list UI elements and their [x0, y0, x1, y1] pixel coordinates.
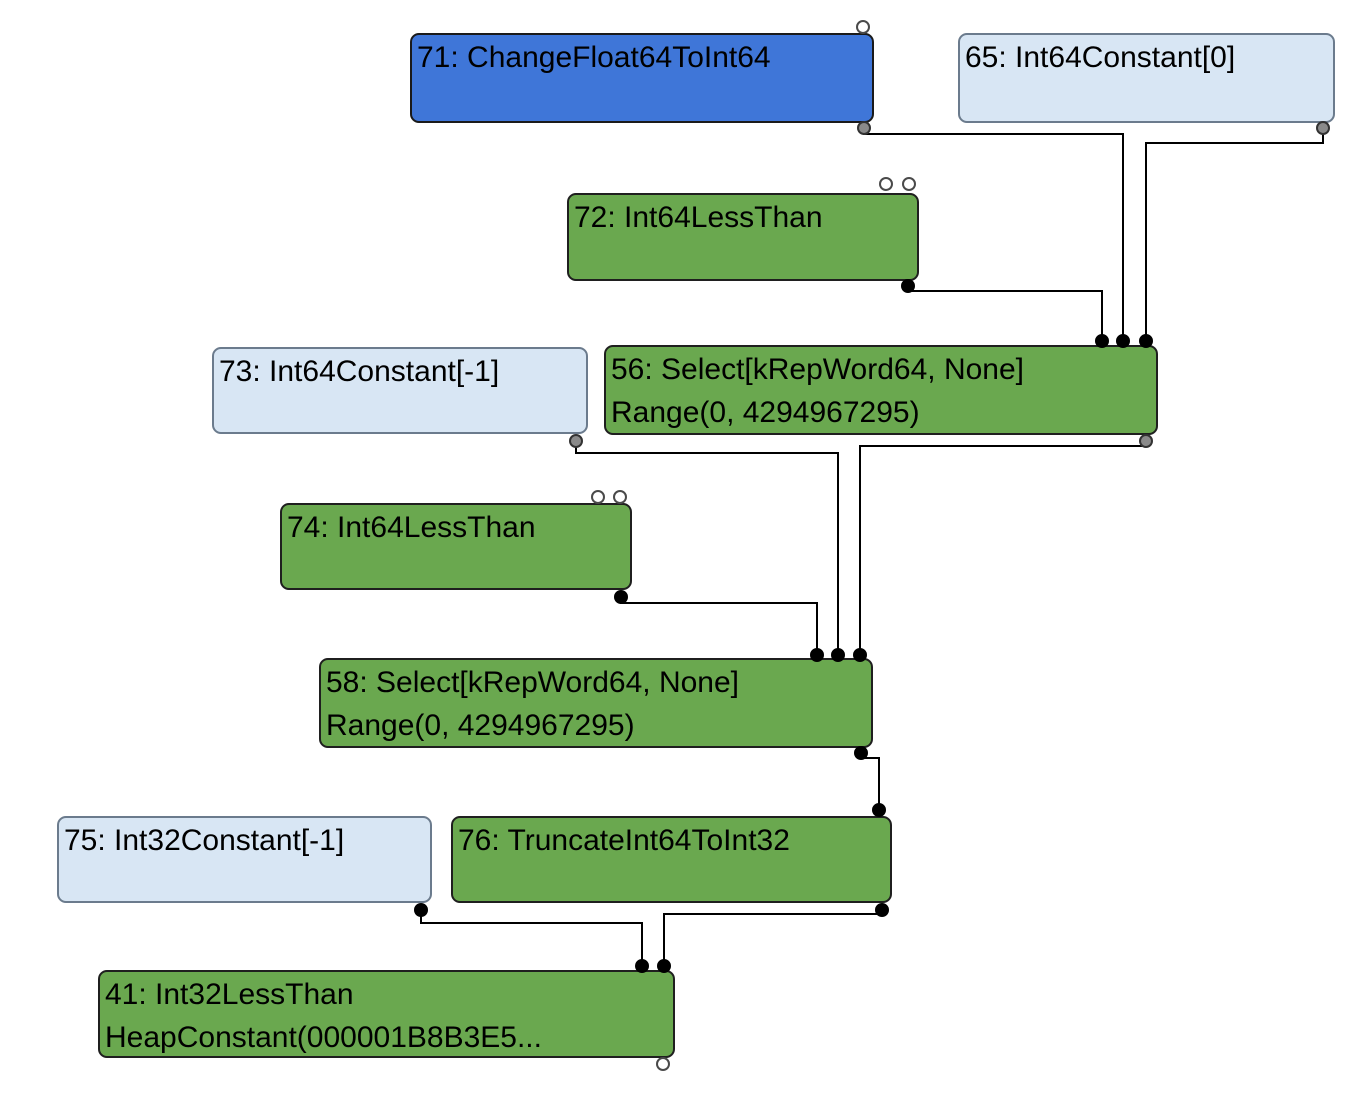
node-label: 72: Int64LessThan [574, 201, 823, 234]
edge-76-to-41 [663, 910, 883, 966]
node-71-changefloat64toint64[interactable]: 71: ChangeFloat64ToInt64 [410, 33, 874, 123]
node-label: 73: Int64Constant[-1] [219, 355, 500, 388]
node-sublabel: Range(0, 4294967295) [326, 709, 635, 742]
node-75-int32constant[interactable]: 75: Int32Constant[-1] [57, 816, 432, 903]
node-65-int64constant[interactable]: 65: Int64Constant[0] [958, 33, 1335, 123]
output-port-node-76[interactable] [875, 903, 889, 917]
output-port-node-56[interactable] [1139, 434, 1153, 448]
edge-72-to-56 [907, 286, 1103, 341]
edge-75-to-41 [420, 910, 643, 966]
output-port-node-65[interactable] [1316, 121, 1330, 135]
output-port-node-75[interactable] [414, 903, 428, 917]
output-port-node-72[interactable] [901, 279, 915, 293]
hidden-input-port-node-72[interactable] [902, 177, 916, 191]
node-label: 58: Select[kRepWord64, None] [326, 666, 740, 699]
node-label: 71: ChangeFloat64ToInt64 [417, 41, 771, 74]
node-label: 56: Select[kRepWord64, None] [611, 353, 1025, 386]
hidden-input-port-node-71[interactable] [856, 20, 870, 34]
node-label: 74: Int64LessThan [287, 511, 536, 544]
node-56-select[interactable]: 56: Select[kRepWord64, None] Range(0, 42… [604, 345, 1158, 435]
node-label: 75: Int32Constant[-1] [64, 824, 345, 857]
edge-56-to-58 [859, 441, 1147, 655]
node-72-int64lessthan[interactable]: 72: Int64LessThan [567, 193, 919, 281]
node-73-int64constant[interactable]: 73: Int64Constant[-1] [212, 347, 588, 434]
output-port-node-74[interactable] [614, 590, 628, 604]
input-port-node-76[interactable] [872, 803, 886, 817]
hidden-input-port-node-74[interactable] [591, 490, 605, 504]
edge-58-to-76 [860, 753, 880, 810]
node-74-int64lessthan[interactable]: 74: Int64LessThan [280, 503, 632, 590]
node-sublabel: Range(0, 4294967295) [611, 396, 920, 429]
output-port-node-73[interactable] [569, 434, 583, 448]
output-port-node-58[interactable] [854, 746, 868, 760]
hidden-input-port-node-72[interactable] [879, 177, 893, 191]
node-label: 41: Int32LessThan [105, 978, 354, 1011]
node-58-select[interactable]: 58: Select[kRepWord64, None] Range(0, 42… [319, 658, 873, 748]
node-41-int32lessthan[interactable]: 41: Int32LessThan HeapConstant(000001B8B… [98, 970, 675, 1058]
edge-74-to-58 [620, 597, 818, 655]
node-76-truncateint64toint32[interactable]: 76: TruncateInt64ToInt32 [451, 816, 892, 903]
edge-65-to-56 [1145, 128, 1324, 341]
hidden-input-port-node-74[interactable] [613, 490, 627, 504]
hidden-output-port-node-41[interactable] [656, 1057, 670, 1071]
output-port-node-71[interactable] [857, 121, 871, 135]
node-label: 76: TruncateInt64ToInt32 [458, 824, 790, 857]
node-sublabel: HeapConstant(000001B8B3E5... [105, 1021, 542, 1054]
node-label: 65: Int64Constant[0] [965, 41, 1236, 74]
